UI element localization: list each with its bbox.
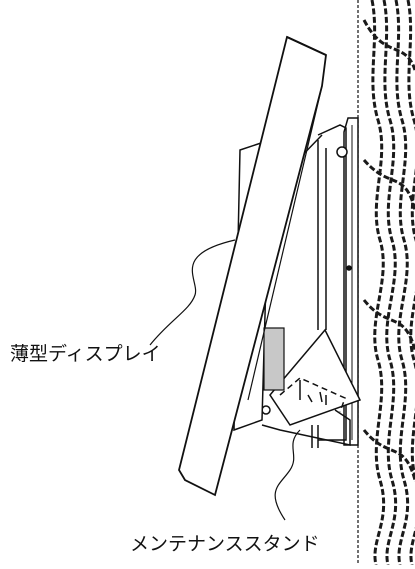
display-leader-line xyxy=(149,239,236,346)
wall-hatching xyxy=(362,0,415,565)
back-label-plate xyxy=(263,327,285,391)
display-label: 薄型ディスプレイ xyxy=(10,343,161,365)
flat-display xyxy=(178,35,327,497)
stand-leader-line xyxy=(274,429,301,521)
maintenance-stand xyxy=(261,124,362,448)
maintenance-stand-label: メンテナンススタンド xyxy=(130,533,320,555)
